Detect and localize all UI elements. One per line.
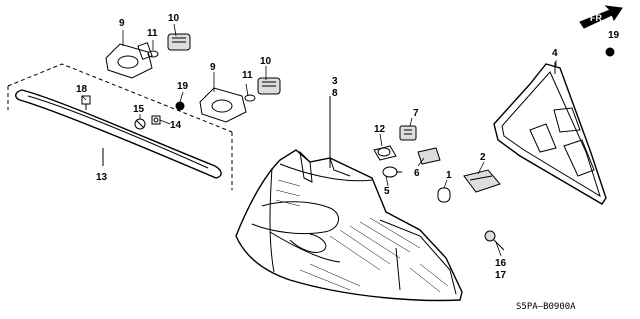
screw-19-top [605, 47, 615, 57]
callout-18: 18 [76, 84, 88, 95]
license-socket-upper [105, 42, 153, 79]
callout-19-left: 19 [177, 81, 189, 92]
callout-19-right: 19 [608, 30, 620, 41]
callout-2: 2 [480, 152, 486, 163]
callout-3: 3 [332, 76, 338, 87]
socket-10-lower [257, 77, 281, 95]
callout-13: 13 [96, 172, 108, 183]
callout-8: 8 [332, 88, 338, 99]
callout-17: 17 [495, 270, 507, 281]
callout-5: 5 [384, 186, 390, 197]
diagram-part-code: S5PA–B0900A [516, 302, 576, 312]
callout-15: 15 [133, 104, 145, 115]
callout-9-upper: 9 [119, 18, 125, 29]
grommet-15 [134, 118, 146, 130]
callout-12: 12 [374, 124, 386, 135]
bulb-5 [382, 166, 402, 178]
callout-16: 16 [495, 258, 507, 269]
callout-4: 4 [552, 48, 558, 59]
socket-6 [417, 147, 441, 165]
callout-11-upper: 11 [147, 28, 158, 39]
screw-19-small [175, 101, 185, 111]
screw-18 [81, 95, 91, 110]
license-socket-lower [199, 87, 247, 123]
front-direction-label: FR. [590, 13, 605, 23]
callout-1: 1 [446, 170, 452, 181]
clip-16 [484, 230, 505, 251]
socket-7 [399, 125, 417, 141]
callout-10-upper: 10 [168, 13, 180, 24]
bulb-1 [437, 187, 451, 203]
front-direction-arrow [579, 5, 623, 29]
rear-panel-gasket [493, 62, 607, 205]
nut-14 [151, 115, 161, 125]
bulb-12 [373, 145, 397, 161]
high-mount-box [7, 63, 233, 190]
callout-9-lower: 9 [210, 62, 216, 73]
callout-7: 7 [413, 108, 419, 119]
callout-10-lower: 10 [260, 56, 272, 67]
leader-lines [81, 23, 557, 257]
socket-10-upper [167, 33, 191, 51]
taillight-housing [235, 96, 463, 302]
socket-2 [463, 169, 501, 193]
bulb-11-lower [244, 94, 256, 102]
bulb-11-upper [147, 50, 159, 58]
high-mount-stop-light [15, 89, 222, 179]
taillight-hatching [275, 179, 449, 293]
callout-6: 6 [414, 168, 420, 179]
callout-11-lower: 11 [242, 70, 253, 81]
callout-14: 14 [170, 120, 182, 131]
